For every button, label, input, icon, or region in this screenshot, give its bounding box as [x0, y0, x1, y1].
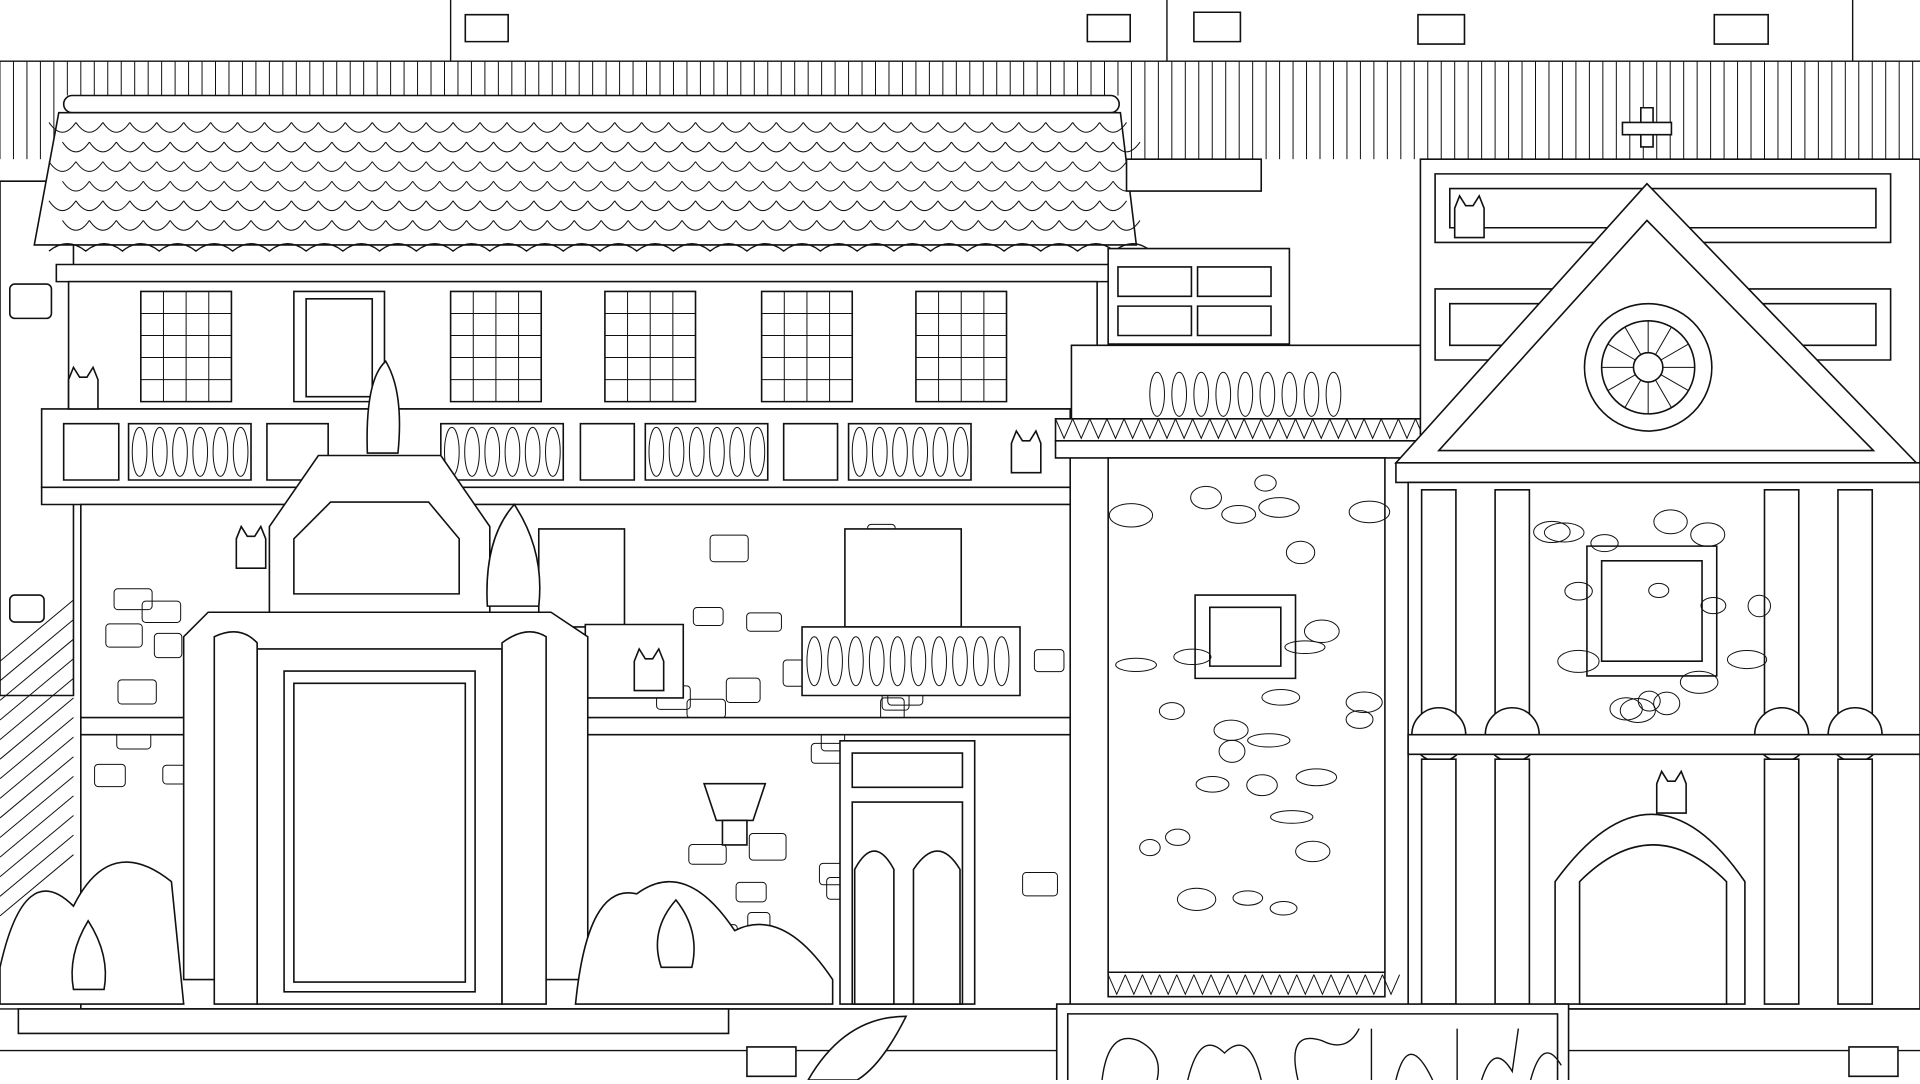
striped-awning	[0, 600, 73, 916]
plaster-wall	[1109, 475, 1389, 915]
roof-scales	[49, 122, 1140, 230]
left-mansion	[0, 96, 1151, 1009]
middle-balcony	[807, 637, 1009, 686]
cat	[236, 527, 265, 569]
middle-balcony-rail	[1150, 372, 1341, 416]
cat	[1011, 431, 1040, 473]
upper-balcony	[64, 424, 971, 480]
cat	[1657, 771, 1686, 813]
cats	[69, 196, 1687, 813]
lamp-icon	[704, 784, 765, 821]
shop-sign	[1057, 1004, 1569, 1084]
street	[0, 1009, 1920, 1080]
cat	[1455, 196, 1484, 238]
plank-wall	[0, 61, 1913, 159]
right-building	[1396, 108, 1920, 1009]
upper-windows	[141, 291, 1007, 401]
stone-facade	[1534, 510, 1771, 723]
columns	[1412, 490, 1882, 1004]
cat	[69, 367, 98, 409]
cat	[634, 649, 663, 691]
middle-building	[1056, 159, 1433, 997]
